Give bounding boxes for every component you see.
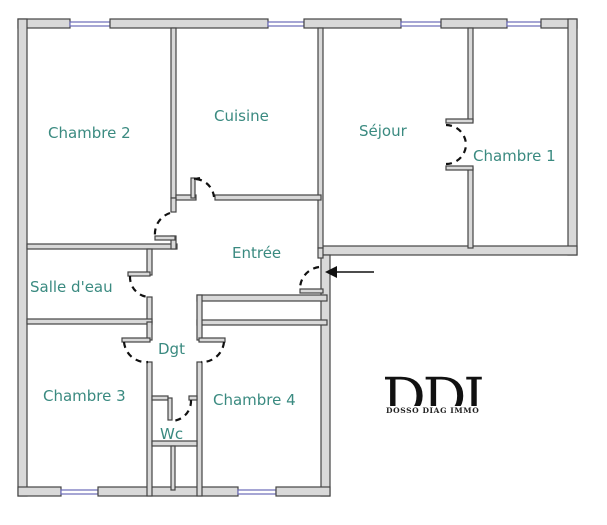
door-chambre2 bbox=[153, 211, 171, 237]
room-label-chambre3: Chambre 3 bbox=[43, 387, 126, 405]
room-label-chambre1: Chambre 1 bbox=[473, 147, 556, 165]
door-salle-eau bbox=[128, 275, 149, 299]
door-chambre4 bbox=[200, 341, 226, 364]
room-label-entree: Entrée bbox=[232, 244, 282, 262]
outer-wall-bottom bbox=[17, 486, 331, 497]
room-label-cuisine: Cuisine bbox=[214, 107, 269, 125]
door-cuisine bbox=[193, 177, 216, 198]
room-label-chambre4: Chambre 4 bbox=[213, 391, 296, 409]
room-label-wc: Wc bbox=[160, 425, 184, 443]
outer-wall-top bbox=[17, 18, 578, 29]
room-label-dgt: Dgt bbox=[158, 340, 185, 358]
room-label-sejour: Séjour bbox=[359, 122, 407, 140]
logo-tagline: DOSSO DIAG IMMO bbox=[386, 406, 480, 415]
arrow-left-icon bbox=[325, 266, 374, 278]
door-wc bbox=[171, 399, 193, 423]
door-chambre1 bbox=[445, 123, 468, 166]
door-chambre3 bbox=[122, 341, 149, 364]
ddi-logo: DDI DOSSO DIAG IMMO bbox=[382, 372, 506, 430]
door-entree bbox=[298, 265, 320, 290]
outer-wall-left bbox=[17, 18, 28, 497]
logo-band bbox=[384, 406, 506, 416]
logo-letters: DDI bbox=[382, 368, 485, 428]
room-label-salle-eau: Salle d'eau bbox=[30, 278, 113, 296]
room-label-chambre2: Chambre 2 bbox=[48, 124, 131, 142]
outer-wall-right bbox=[567, 18, 578, 256]
outer-wall-sejour-bottom bbox=[320, 245, 578, 256]
